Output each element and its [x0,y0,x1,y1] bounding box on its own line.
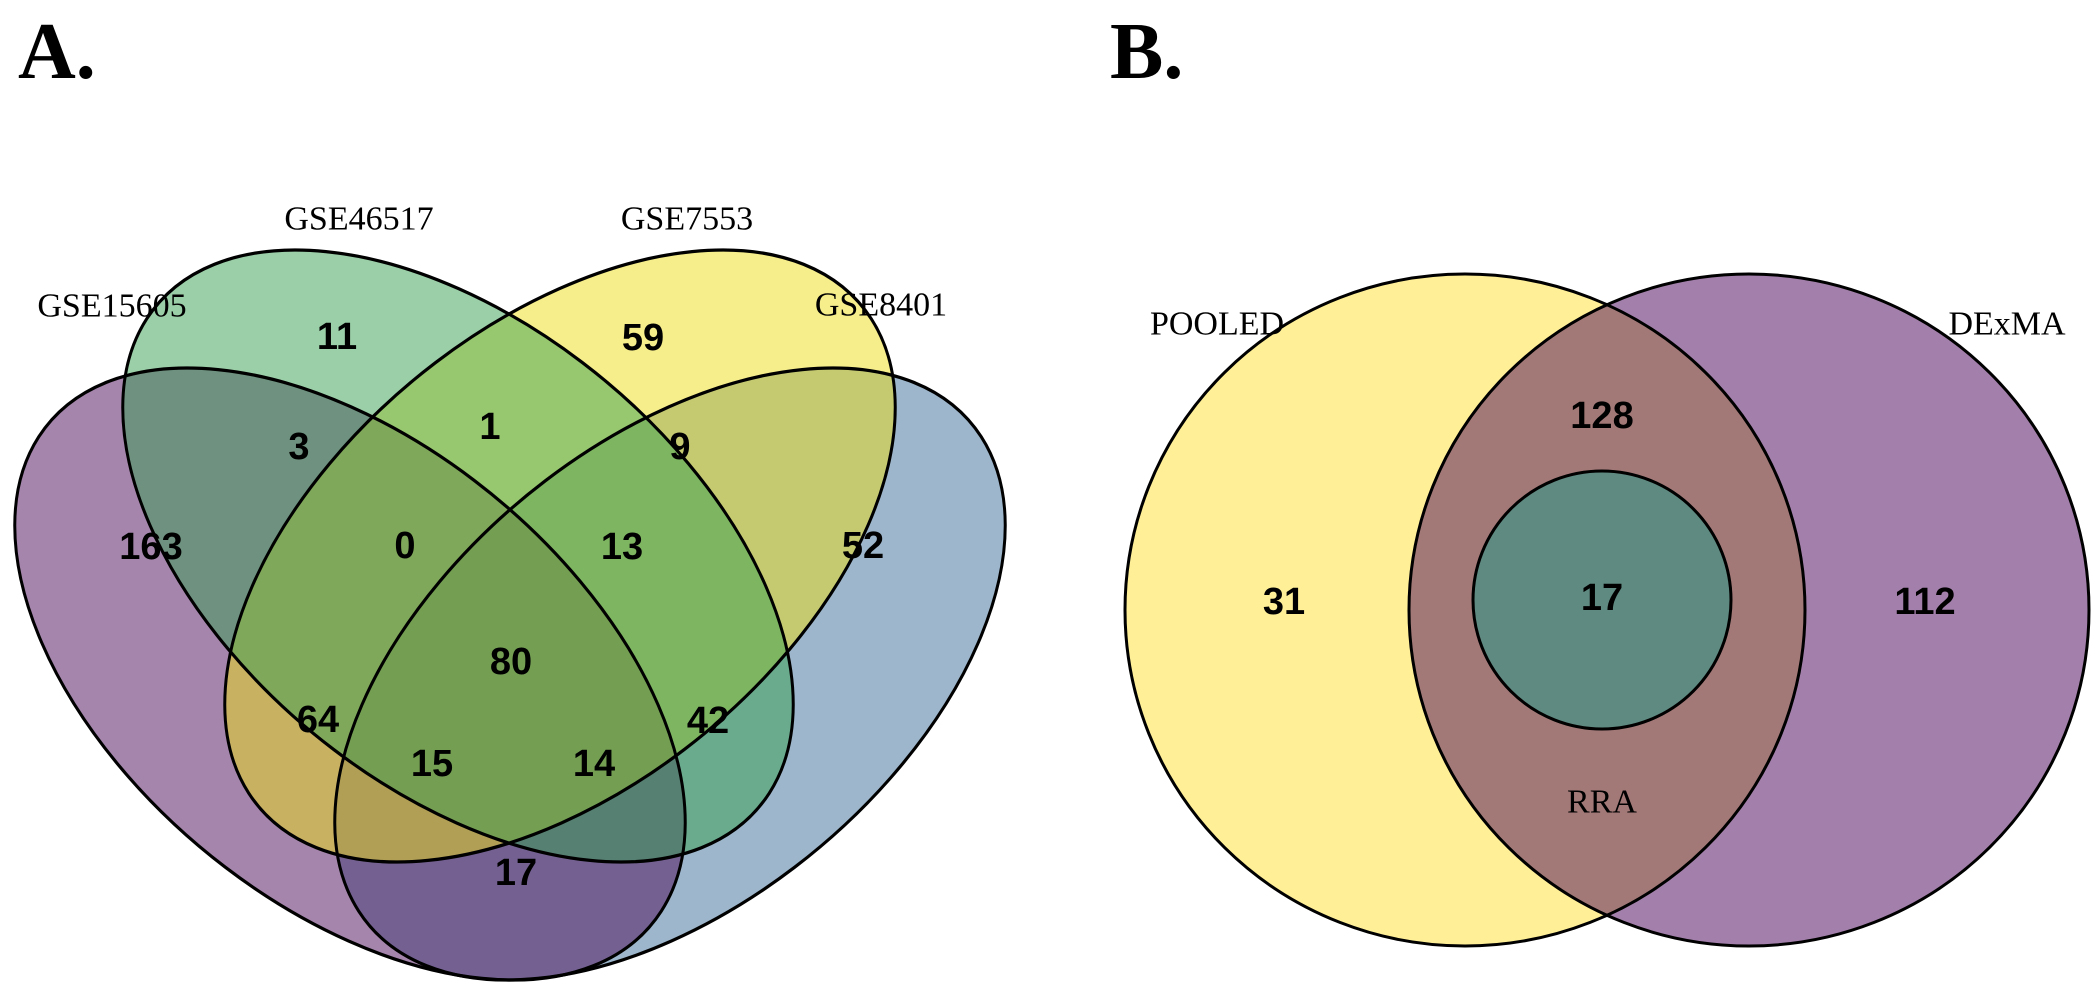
count-gse15605-gse46517: 3 [288,426,309,468]
count-gse7553: 59 [622,317,664,359]
panel-a-title: A. [18,8,96,96]
venn-circle-rra-outline [1471,469,1733,731]
venn-circle-rra-fill [1473,471,1731,729]
count-gse15605-gse46517-gse8401: 14 [573,743,615,785]
venn-circle-dexma-outline [1407,272,2091,948]
set-label-gse7553: GSE7553 [621,201,753,238]
count-pooled-dexma: 128 [1570,395,1633,437]
count-gse46517: 11 [317,316,357,358]
count-gse46517-gse7553: 1 [479,406,500,448]
set-label-pooled: POOLED [1150,306,1284,343]
count-gse8401: 52 [842,525,884,567]
count-pooled-dexma-rra: 17 [1581,577,1623,619]
venn-ellipse-gse8401-outline [333,366,1007,982]
set-label-rra: RRA [1567,784,1637,821]
venn-ellipse-gse15605-outline [13,366,687,982]
count-gse7553-gse8401: 9 [669,426,690,468]
count-gse46517-gse8401: 42 [687,700,729,742]
set-label-gse15605: GSE15605 [37,288,186,325]
count-gse46517-gse7553-gse8401: 13 [601,526,643,568]
set-label-dexma: DExMA [1948,306,2066,343]
count-gse15605-gse7553: 64 [297,699,339,741]
venn-circle-pooled-outline [1123,272,1807,948]
count-dexma-only: 112 [1894,581,1955,623]
panel-a: A. GSE15605 GSE46517 GSE7553 GSE8401 163… [13,8,1007,982]
count-gse15605-gse8401: 17 [495,852,537,894]
panel-b: B. POOLED DExMA RRA 31 112 128 17 [1110,8,2091,948]
count-pooled-only: 31 [1263,581,1305,623]
venn-ellipse-gse46517-fill [122,249,794,863]
set-label-gse8401: GSE8401 [815,287,947,324]
venn-ellipse-gse7553-outline [223,248,897,864]
count-gse15605: 163 [119,526,182,568]
venn-ellipse-gse46517-outline [121,248,795,864]
count-gse15605-gse7553-gse8401: 15 [411,743,453,785]
set-label-gse46517: GSE46517 [284,201,433,238]
venn-circle-dexma-fill [1409,274,2089,946]
panel-b-title: B. [1110,8,1183,96]
count-gse15605-gse46517-gse7553: 0 [394,525,415,567]
count-all-four: 80 [490,641,532,683]
